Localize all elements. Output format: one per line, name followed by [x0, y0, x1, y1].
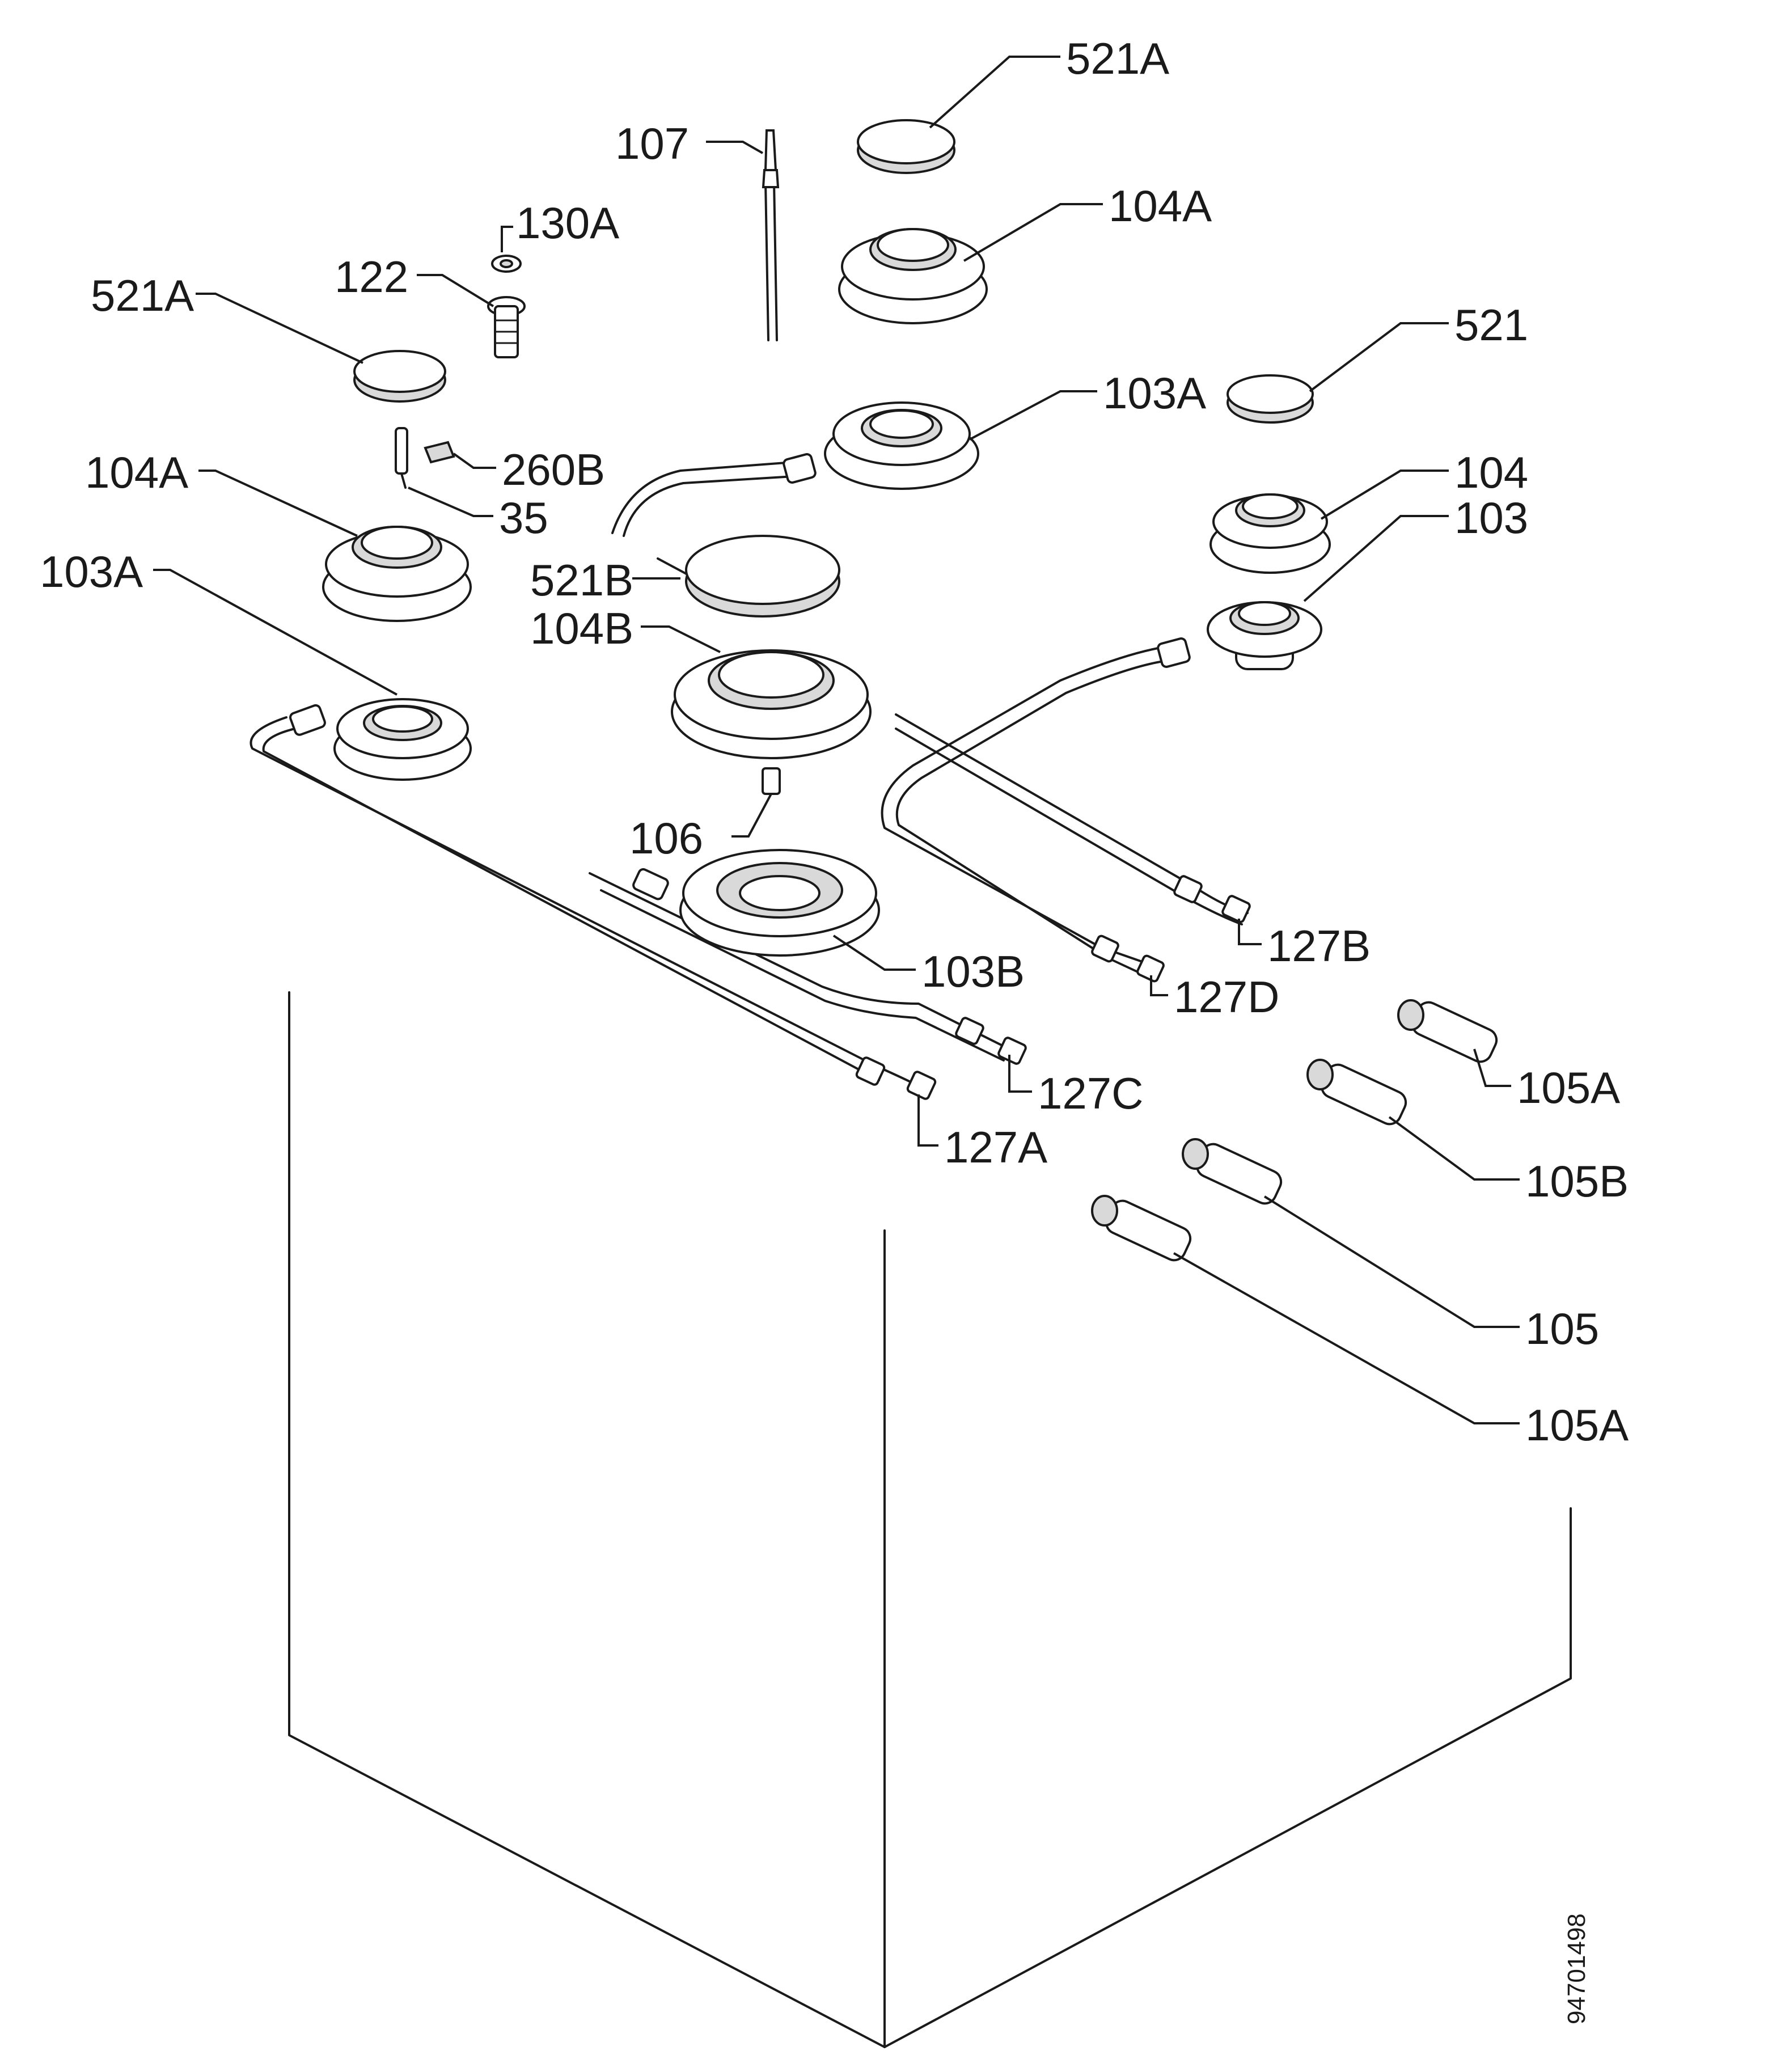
label-106: 106	[629, 813, 703, 863]
label-130a: 130A	[516, 198, 619, 248]
label-127c: 127C	[1038, 1068, 1143, 1118]
burner-crown-104b	[671, 649, 872, 759]
label-103a-left: 103A	[40, 547, 143, 597]
burner-cap-521b	[685, 535, 840, 618]
part-labels: 107 521A 104A 130A 122 521A 521 103A 260…	[40, 33, 1629, 1450]
burner-crown-104a-left	[322, 526, 472, 622]
gas-valve-105b	[1306, 1059, 1407, 1126]
gas-valve-105a-bottom	[1091, 1195, 1192, 1262]
label-521a-top: 521A	[1066, 33, 1169, 83]
label-521a-left: 521A	[91, 270, 194, 320]
gas-pipes	[249, 461, 1249, 1087]
burner-cup-103a-mid	[824, 401, 979, 490]
pipe-fittings	[289, 453, 1251, 1100]
label-122: 122	[335, 252, 408, 302]
leader-lines	[153, 56, 1520, 1424]
label-127a: 127A	[944, 1122, 1047, 1172]
label-35: 35	[499, 493, 548, 543]
label-104: 104	[1454, 447, 1528, 497]
label-107: 107	[615, 119, 689, 168]
clip-260b	[424, 441, 455, 464]
label-127d: 127D	[1174, 972, 1279, 1022]
label-521b: 521B	[530, 555, 633, 605]
burner-cap-521a-left	[353, 350, 446, 403]
burner-cup-103-right	[1207, 601, 1322, 670]
label-105b: 105B	[1525, 1156, 1629, 1206]
label-103: 103	[1454, 493, 1528, 543]
label-260b: 260B	[502, 445, 605, 494]
label-103b: 103B	[921, 946, 1025, 996]
label-105: 105	[1525, 1304, 1599, 1354]
burner-crown-104-right	[1209, 493, 1331, 574]
washer-130a	[491, 255, 522, 273]
label-105a-top: 105A	[1517, 1063, 1620, 1113]
burner-cup-103a-left	[333, 698, 472, 781]
label-104a-left: 104A	[85, 447, 188, 497]
gas-valve-105	[1182, 1138, 1283, 1205]
burner-cap-521-right	[1227, 374, 1314, 424]
drawing-code: 94701498	[1563, 1913, 1591, 2024]
thermocouple-35	[395, 427, 408, 489]
ignition-electrode-107	[762, 129, 780, 341]
burner-cap-521a-top	[857, 119, 955, 174]
cabinet-outline	[288, 991, 1572, 2048]
injector-106	[762, 767, 781, 795]
label-521: 521	[1454, 300, 1528, 350]
burner-cup-103b	[679, 849, 880, 957]
burner-crown-104a-top	[838, 228, 988, 324]
label-105a-bottom: 105A	[1525, 1400, 1629, 1450]
gas-valve-105a-top	[1397, 999, 1498, 1063]
label-104a-top: 104A	[1109, 181, 1212, 231]
label-104b: 104B	[530, 603, 633, 653]
label-127b: 127B	[1267, 921, 1371, 971]
valve-fitting-122	[487, 296, 526, 358]
label-103a-mid: 103A	[1103, 368, 1206, 418]
